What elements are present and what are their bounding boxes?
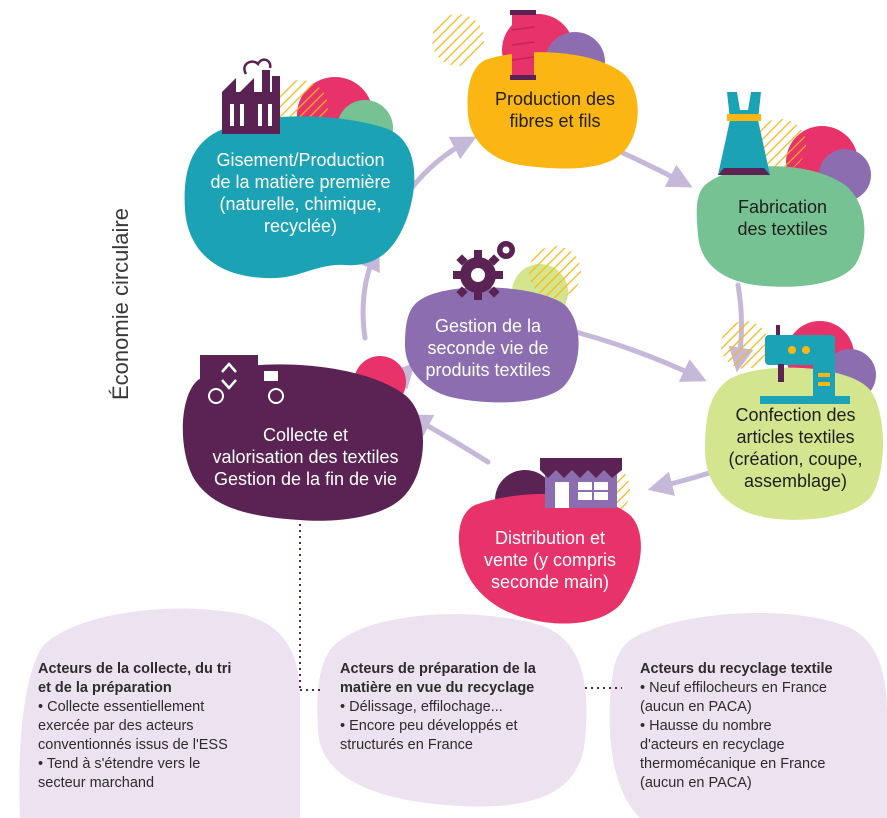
actor-blob-preparation [317,614,587,807]
recycling-truck-icon [200,355,292,404]
arrow-fibres-to-fabrication [609,145,693,188]
factory-icon [222,58,280,134]
stage-blobs [182,52,884,624]
actor-blobs [19,608,887,818]
thread-spool-icon [510,10,536,80]
actors-recyclage-title: Acteurs du recyclage textile [640,661,833,677]
actor-blob-recyclage [609,612,887,818]
blob-seconde-vie [405,287,579,403]
dotted-connectors [299,500,622,691]
actors-recyclage-box: Acteurs du recyclage textile • Neuf effi… [640,660,833,793]
blob-fibres [467,52,638,169]
blob-distribution [458,493,641,624]
actors-recyclage-bullet: • Neuf effilocheurs en France(aucun en P… [640,680,827,715]
actors-preparation-bullet: • Délissage, effilochage... [340,699,503,715]
dress-icon [718,92,770,175]
sewing-machine-icon [760,325,850,404]
blob-gisement [184,116,415,279]
arrow-collecte-to-gisement [357,245,380,341]
blob-fabrication [696,166,865,287]
shop-icon [540,458,622,508]
gears-icon [453,241,515,300]
arrow-gisement-to-fibres [407,136,477,193]
blob-confection [705,367,884,520]
actor-blob-collecte [19,608,300,818]
blob-collecte [182,364,424,521]
circular-economy-label: Économie circulaire [108,208,133,400]
arrow-seconde-vie-to-confection [557,325,707,382]
